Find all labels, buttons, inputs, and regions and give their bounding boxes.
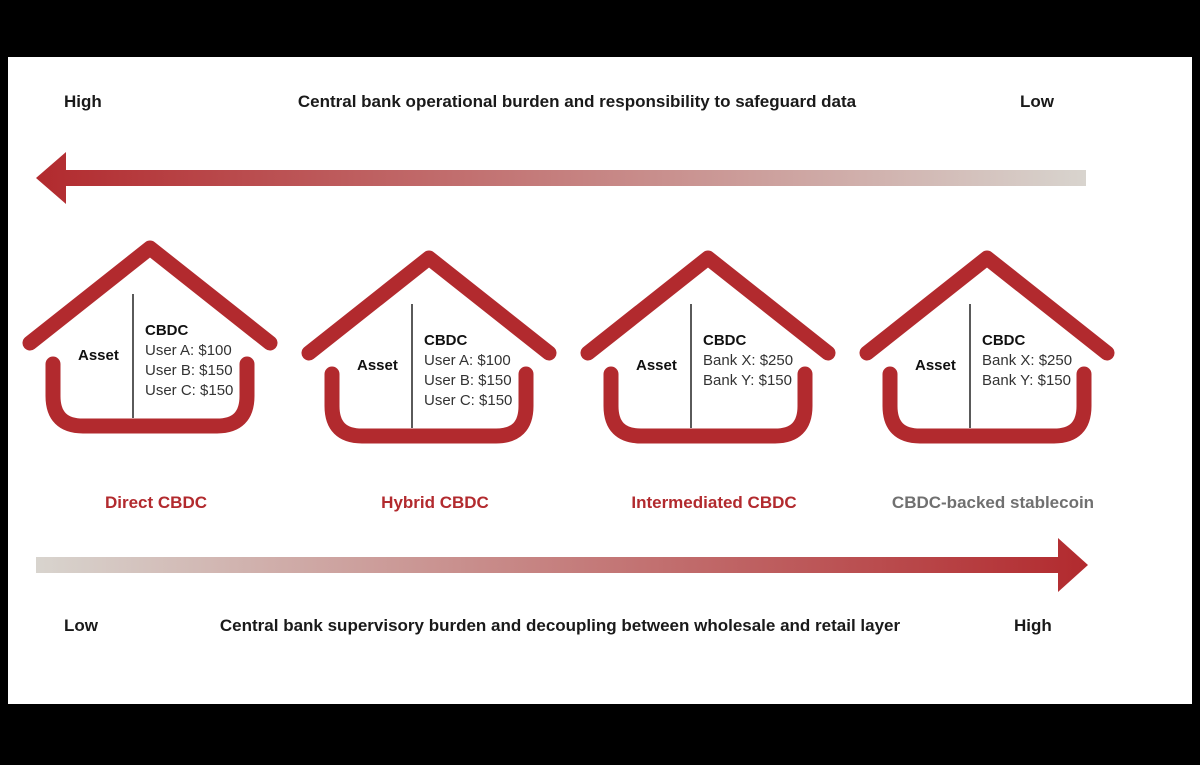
bottom-axis-right-label: High (1014, 616, 1052, 635)
house-3 (580, 250, 836, 444)
house-roof (301, 250, 557, 361)
diagram-panel: High Central bank operational burden and… (8, 57, 1192, 704)
top-axis-right-label: Low (1020, 92, 1054, 111)
ledger-entry: User B: $150 (145, 362, 233, 379)
top-axis-title: Central bank operational burden and resp… (297, 92, 857, 111)
model-label: Intermediated CBDC (631, 493, 797, 512)
house-2 (301, 250, 557, 444)
ledger-entry: Bank X: $250 (982, 352, 1073, 369)
house-asset-label: Asset (78, 347, 119, 364)
house-roof (859, 250, 1115, 361)
house-base (324, 366, 534, 444)
top-arrow (36, 152, 1086, 204)
house-asset-label: Asset (636, 357, 677, 374)
top-axis-left-label: High (64, 92, 102, 111)
ledger-entry: User B: $150 (424, 372, 512, 389)
ledger-entry: Bank X: $250 (703, 352, 794, 369)
ledger-title: CBDC (703, 332, 747, 349)
ledger-entry: Bank Y: $150 (982, 372, 1071, 389)
house-roof (22, 240, 278, 351)
house-asset-label: Asset (915, 357, 956, 374)
house-roof (580, 250, 836, 361)
ledger-entry: User A: $100 (424, 352, 511, 369)
ledger-title: CBDC (982, 332, 1026, 349)
model-label: CBDC-backed stablecoin (891, 493, 1095, 512)
ledger-entry: User C: $150 (424, 392, 513, 409)
model-label: Hybrid CBDC (381, 493, 489, 512)
house-1 (22, 240, 278, 434)
ledger-title: CBDC (424, 332, 468, 349)
ledger-entry: Bank Y: $150 (703, 372, 792, 389)
ledger-entry: User C: $150 (145, 382, 234, 399)
house-base (45, 356, 255, 434)
house-4 (859, 250, 1115, 444)
diagram-canvas (22, 152, 1115, 592)
model-label: Direct CBDC (104, 493, 208, 512)
house-base (603, 366, 813, 444)
bottom-axis-title: Central bank supervisory burden and deco… (219, 616, 901, 635)
house-asset-label: Asset (357, 357, 398, 374)
bottom-arrow (36, 538, 1088, 592)
bottom-axis-left-label: Low (64, 616, 98, 635)
ledger-entry: User A: $100 (145, 342, 232, 359)
house-base (882, 366, 1092, 444)
ledger-title: CBDC (145, 322, 189, 339)
